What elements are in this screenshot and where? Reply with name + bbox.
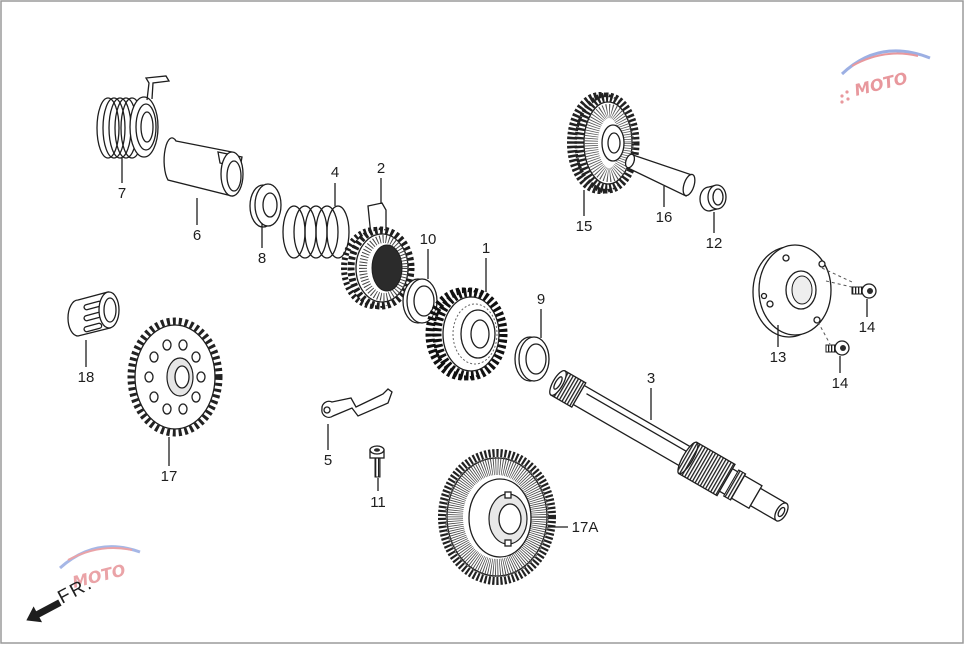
callout-label: 5 [324,452,332,469]
callout-label: 17A [572,519,599,536]
part-10-washer [402,278,438,324]
callout-label: 4 [331,164,339,181]
callout-label: 11 [370,494,386,511]
part-12-collar [699,184,727,212]
callout-label: 1 [482,240,490,257]
callout-label: 7 [118,185,126,202]
callout-label: 17 [161,468,178,485]
callout-label: 8 [258,250,266,267]
callout-label: 14 [859,319,876,336]
part-8-washer [249,183,282,228]
part-4-coil-spring [282,205,350,259]
callout-label: 3 [647,370,655,387]
callout-label: 16 [656,209,673,226]
callout-label: 10 [420,231,437,248]
callout-label: 18 [78,369,95,386]
callout-label: 2 [377,160,385,177]
part-17a-gear [438,449,556,585]
part-14-bolt-lower [825,340,850,356]
part-2-ratchet [341,202,415,310]
part-9-washer [514,336,550,382]
part-6-sleeve [163,137,244,197]
callout-label: 13 [770,349,787,366]
part-3-shaft [549,369,789,522]
part-11-screw [369,445,385,478]
part-7-spring [96,75,171,159]
part-16-pin [624,153,696,197]
callout-label: 9 [537,291,545,308]
callout-label: 12 [706,235,723,252]
callout-label: 6 [193,227,201,244]
part-18-needle-bearing [67,291,120,337]
part-1-gear [425,287,508,381]
part-14-bolt-upper [851,283,877,299]
part-13-plate [752,244,857,345]
callout-label: 15 [576,218,593,235]
part-17-gear [127,317,223,437]
part-5-lever [321,388,393,418]
front-direction-arrow [26,599,62,623]
callout-label: 14 [832,375,849,392]
part-15-bevel-gear [567,92,640,194]
